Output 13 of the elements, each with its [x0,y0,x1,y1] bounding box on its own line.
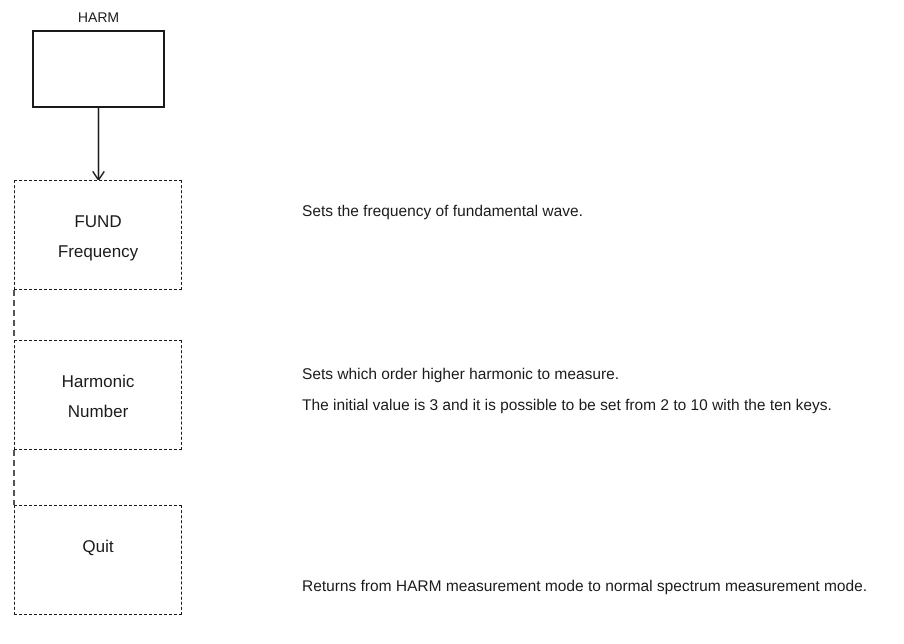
dashed-connector [13,450,15,505]
arrow [92,108,106,181]
softkey-box [14,505,182,615]
softkey-label: Quit [81,536,115,558]
description-text: Sets the frequency of fundamental wave. [302,202,584,222]
softkey-label: FUND Frequency [56,211,140,263]
softkey-label: Harmonic Number [60,371,136,423]
softkey-box [14,180,182,290]
description-text: Sets which order higher harmonic to measure. [302,365,620,385]
softkey-box [14,340,182,450]
description-text: Returns from HARM measurement mode to normal spectrum measurement mode. [302,577,868,597]
key-label: HARM [78,8,120,27]
description-text: The initial value is 3 and it is possible to be set from 2 to 10 with the ten keys. [302,396,833,416]
